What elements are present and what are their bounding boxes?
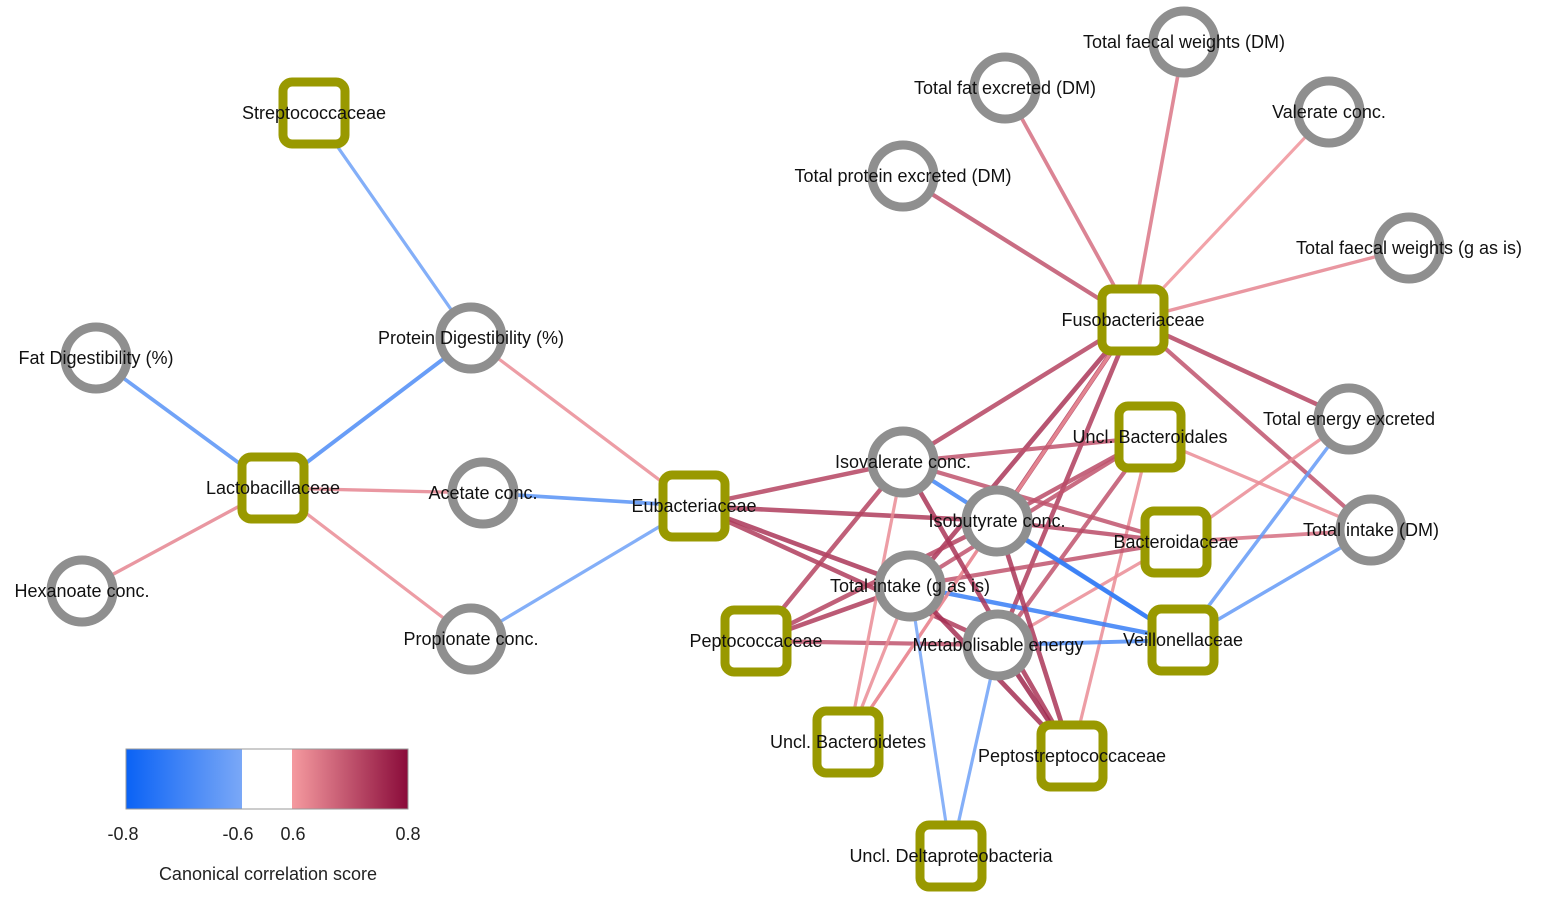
edge-fusobacteriaceae-total_faecal_asis <box>1131 246 1411 322</box>
edge-peptococcaceae-metabolisable_energy <box>753 638 1001 648</box>
variable-node-total_energy_excreted <box>1313 383 1385 455</box>
bacteria-node-eubacteriaceae <box>658 470 730 542</box>
bacteria-node-uncl_deltaproteobacteria <box>915 820 987 892</box>
edge-uncl_bacteroidales-isovalerate <box>900 434 1153 465</box>
node-label-bacteroidaceae: Bacteroidaceae <box>1113 532 1238 552</box>
edge-peptostreptococcaceae-isovalerate <box>900 459 1075 759</box>
bacteria-node-veillonellaceae <box>1147 604 1219 676</box>
label-layer: StreptococcaceaeLactobacillaceaeEubacter… <box>14 32 1522 866</box>
scale-title: Canonical correlation score <box>159 864 377 884</box>
bacteria-node-fusobacteriaceae <box>1097 284 1169 356</box>
scale-neutral-band <box>242 749 292 809</box>
edge-fusobacteriaceae-total_energy_excreted <box>1130 317 1352 422</box>
scale-tick-label: 0.8 <box>395 824 420 844</box>
scale-tick-label: 0.6 <box>280 824 305 844</box>
node-label-total_fat_excreted: Total fat excreted (DM) <box>914 78 1096 98</box>
edge-veillonellaceae-total_intake_asis <box>907 583 1186 643</box>
edge-streptococcaceae-protein_digestibility <box>312 111 473 340</box>
color-scale-legend: -0.8 -0.6 0.6 0.8 Canonical correlation … <box>107 748 421 884</box>
variable-node-hexanoate <box>46 555 118 627</box>
node-label-lactobacillaceae: Lactobacillaceae <box>206 478 340 498</box>
variable-node-isobutyrate <box>961 485 1033 557</box>
edge-eubacteriaceae-propionate <box>469 504 696 641</box>
variable-node-total_fat_excreted <box>969 52 1041 124</box>
bacteria-node-uncl_bacteroidales <box>1114 401 1186 473</box>
edge-fusobacteriaceae-total_fat_excreted <box>1003 86 1135 322</box>
edge-bacteroidaceae-isovalerate <box>900 459 1179 545</box>
edge-fusobacteriaceae-total_faecal_dm <box>1131 40 1186 322</box>
edge-fusobacteriaceae-isovalerate <box>900 317 1136 465</box>
node-label-propionate: Propionate conc. <box>403 629 538 649</box>
node-label-peptococcaceae: Peptococcaceae <box>689 631 822 651</box>
variable-node-propionate <box>435 603 507 675</box>
bacteria-node-uncl_bacteroidetes <box>812 706 884 778</box>
bacteria-node-peptococcaceae <box>720 605 792 677</box>
node-label-eubacteriaceae: Eubacteriaceae <box>631 496 756 516</box>
edge-fusobacteriaceae-total_intake_dm <box>1130 317 1374 533</box>
variable-node-total_intake_asis <box>874 550 946 622</box>
node-label-protein_digestibility: Protein Digestibility (%) <box>378 328 564 348</box>
variable-node-acetate <box>447 457 519 529</box>
bacteria-node-lactobacillaceae <box>237 452 309 524</box>
scale-tick-label: -0.6 <box>222 824 253 844</box>
edge-fusobacteriaceae-valerate <box>1131 110 1331 322</box>
node-label-uncl_bacteroidetes: Uncl. Bacteroidetes <box>770 732 926 752</box>
variable-node-valerate <box>1293 76 1365 148</box>
node-label-isovalerate: Isovalerate conc. <box>835 452 971 472</box>
node-label-valerate: Valerate conc. <box>1272 102 1386 122</box>
node-label-fat_digestibility: Fat Digestibility (%) <box>18 348 173 368</box>
node-label-peptostreptococcaceae: Peptostreptococcaceae <box>978 746 1166 766</box>
scale-positive-band <box>292 749 408 809</box>
edge-veillonellaceae-total_energy_excreted <box>1181 417 1351 642</box>
node-label-streptococcaceae: Streptococcaceae <box>242 103 386 123</box>
bacteria-node-bacteroidaceae <box>1140 506 1212 578</box>
node-label-acetate: Acetate conc. <box>428 483 537 503</box>
node-label-total_intake_dm: Total intake (DM) <box>1303 520 1439 540</box>
node-label-isobutyrate: Isobutyrate conc. <box>928 511 1065 531</box>
variable-node-total_faecal_asis <box>1373 212 1445 284</box>
edge-eubacteriaceae-protein_digestibility <box>469 336 696 508</box>
edge-eubacteriaceae-total_intake_asis <box>691 503 913 589</box>
edge-uncl_bacteroidetes-isovalerate <box>846 460 905 744</box>
edge-uncl_deltaproteobacteria-total_intake_asis <box>908 584 953 858</box>
node-label-total_energy_excreted: Total energy excreted <box>1263 409 1435 429</box>
variable-node-protein_digestibility <box>435 302 507 374</box>
node-label-total_faecal_asis: Total faecal weights (g as is) <box>1296 238 1522 258</box>
node-label-fusobacteriaceae: Fusobacteriaceae <box>1061 310 1204 330</box>
scale-tick-label: -0.8 <box>107 824 138 844</box>
edge-fusobacteriaceae-total_protein_excreted <box>900 173 1136 323</box>
node-label-total_faecal_dm: Total faecal weights (DM) <box>1083 32 1285 52</box>
node-layer <box>46 6 1445 892</box>
node-label-uncl_deltaproteobacteria: Uncl. Deltaproteobacteria <box>849 846 1053 866</box>
node-label-total_intake_asis: Total intake (g as is) <box>830 576 990 596</box>
variable-node-total_protein_excreted <box>867 140 939 212</box>
variable-node-fat_digestibility <box>60 322 132 394</box>
edge-bacteroidaceae-total_intake_asis <box>907 539 1179 589</box>
bacteria-node-streptococcaceae <box>278 77 350 149</box>
variable-node-isovalerate <box>867 426 939 498</box>
node-label-veillonellaceae: Veillonellaceae <box>1123 630 1243 650</box>
edge-layer <box>80 40 1411 858</box>
edge-eubacteriaceae-isobutyrate <box>691 503 1000 524</box>
node-label-metabolisable_energy: Metabolisable energy <box>912 635 1083 655</box>
bacteria-node-peptostreptococcaceae <box>1036 720 1108 792</box>
scale-negative-band <box>126 749 242 809</box>
scale-border <box>125 748 409 810</box>
edge-uncl_bacteroidetes-isobutyrate <box>846 519 999 744</box>
node-label-total_protein_excreted: Total protein excreted (DM) <box>794 166 1011 186</box>
variable-node-total_faecal_dm <box>1148 6 1220 78</box>
variable-node-total_intake_dm <box>1335 494 1407 566</box>
variable-node-metabolisable_energy <box>962 609 1034 681</box>
node-label-uncl_bacteroidales: Uncl. Bacteroidales <box>1072 427 1227 447</box>
edge-peptostreptococcaceae-isobutyrate <box>994 518 1075 759</box>
node-label-hexanoate: Hexanoate conc. <box>14 581 149 601</box>
